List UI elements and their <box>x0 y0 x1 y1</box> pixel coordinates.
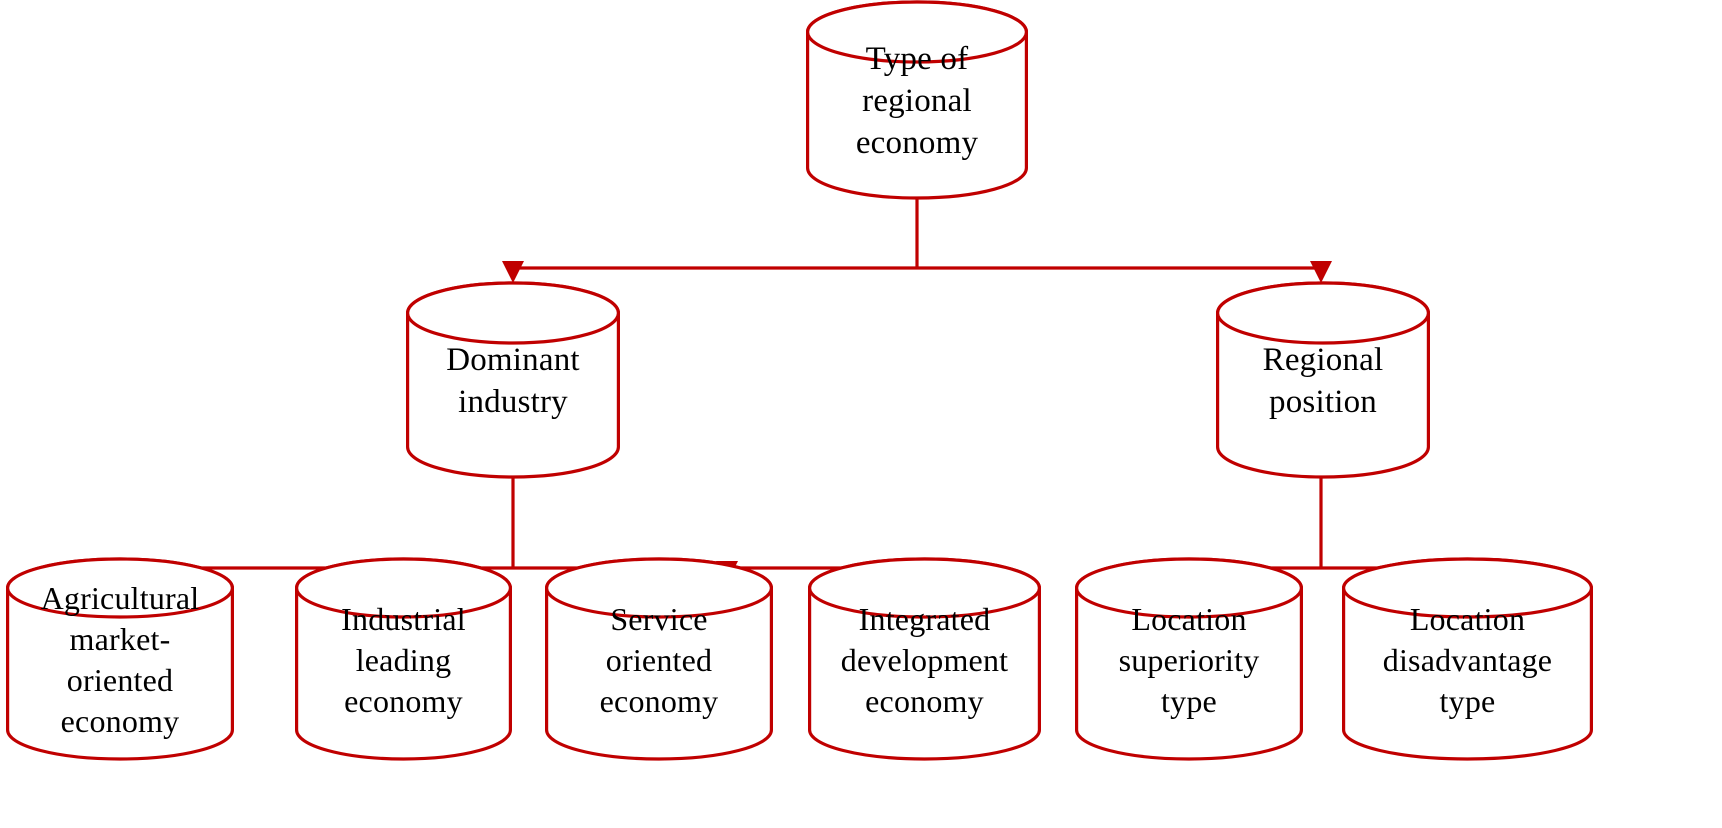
cylinder-top-ellipse <box>805 0 1029 64</box>
node-location-superiority-type[interactable]: Location superiority type <box>1074 557 1304 761</box>
cylinder-shape <box>405 281 621 479</box>
node-label: Location superiority type <box>1118 600 1260 719</box>
node-label: Industrial leading economy <box>341 600 466 719</box>
node-service-oriented-economy[interactable]: Service oriented economy <box>544 557 774 761</box>
cylinder-top-ellipse <box>1341 557 1594 619</box>
cylinder-shape <box>544 557 774 761</box>
node-regional-position[interactable]: Regional position <box>1215 281 1431 479</box>
cylinder-top-ellipse <box>807 557 1042 619</box>
node-label: Type of regional economy <box>855 41 979 161</box>
cylinder-top-ellipse <box>544 557 774 619</box>
cylinder-shape <box>807 557 1042 761</box>
node-root[interactable]: Type of regional economy <box>805 0 1029 200</box>
node-label: Integrated development economy <box>840 600 1009 719</box>
node-label: Regional position <box>1262 342 1384 420</box>
cylinder-top-ellipse <box>1074 557 1304 619</box>
cylinder-shape <box>1215 281 1431 479</box>
node-dominant-industry[interactable]: Dominant industry <box>405 281 621 479</box>
connector-root-split <box>511 198 1323 275</box>
cylinder-top-ellipse <box>294 557 513 619</box>
cylinder-top-ellipse <box>5 557 235 619</box>
cylinder-top-ellipse <box>1215 281 1431 345</box>
arrowhead-0 <box>502 261 524 283</box>
node-integrated-development-economy[interactable]: Integrated development economy <box>807 557 1042 761</box>
cylinder-shape <box>294 557 513 761</box>
cylinder-shape <box>5 557 235 761</box>
node-agricultural-market-oriented-economy[interactable]: Agricultural market- oriented economy <box>5 557 235 761</box>
node-industrial-leading-economy[interactable]: Industrial leading economy <box>294 557 513 761</box>
node-label: Dominant industry <box>446 342 580 420</box>
cylinder-shape <box>805 0 1029 200</box>
node-location-disadvantage-type[interactable]: Location disadvantage type <box>1341 557 1594 761</box>
node-label: Agricultural market- oriented economy <box>40 580 200 739</box>
cylinder-shape <box>1341 557 1594 761</box>
cylinder-top-ellipse <box>405 281 621 345</box>
arrowhead-1 <box>1310 261 1332 283</box>
connector-industry-split <box>121 477 925 575</box>
node-label: Service oriented economy <box>599 600 719 719</box>
cylinder-shape <box>1074 557 1304 761</box>
node-label: Location disadvantage type <box>1382 600 1553 719</box>
